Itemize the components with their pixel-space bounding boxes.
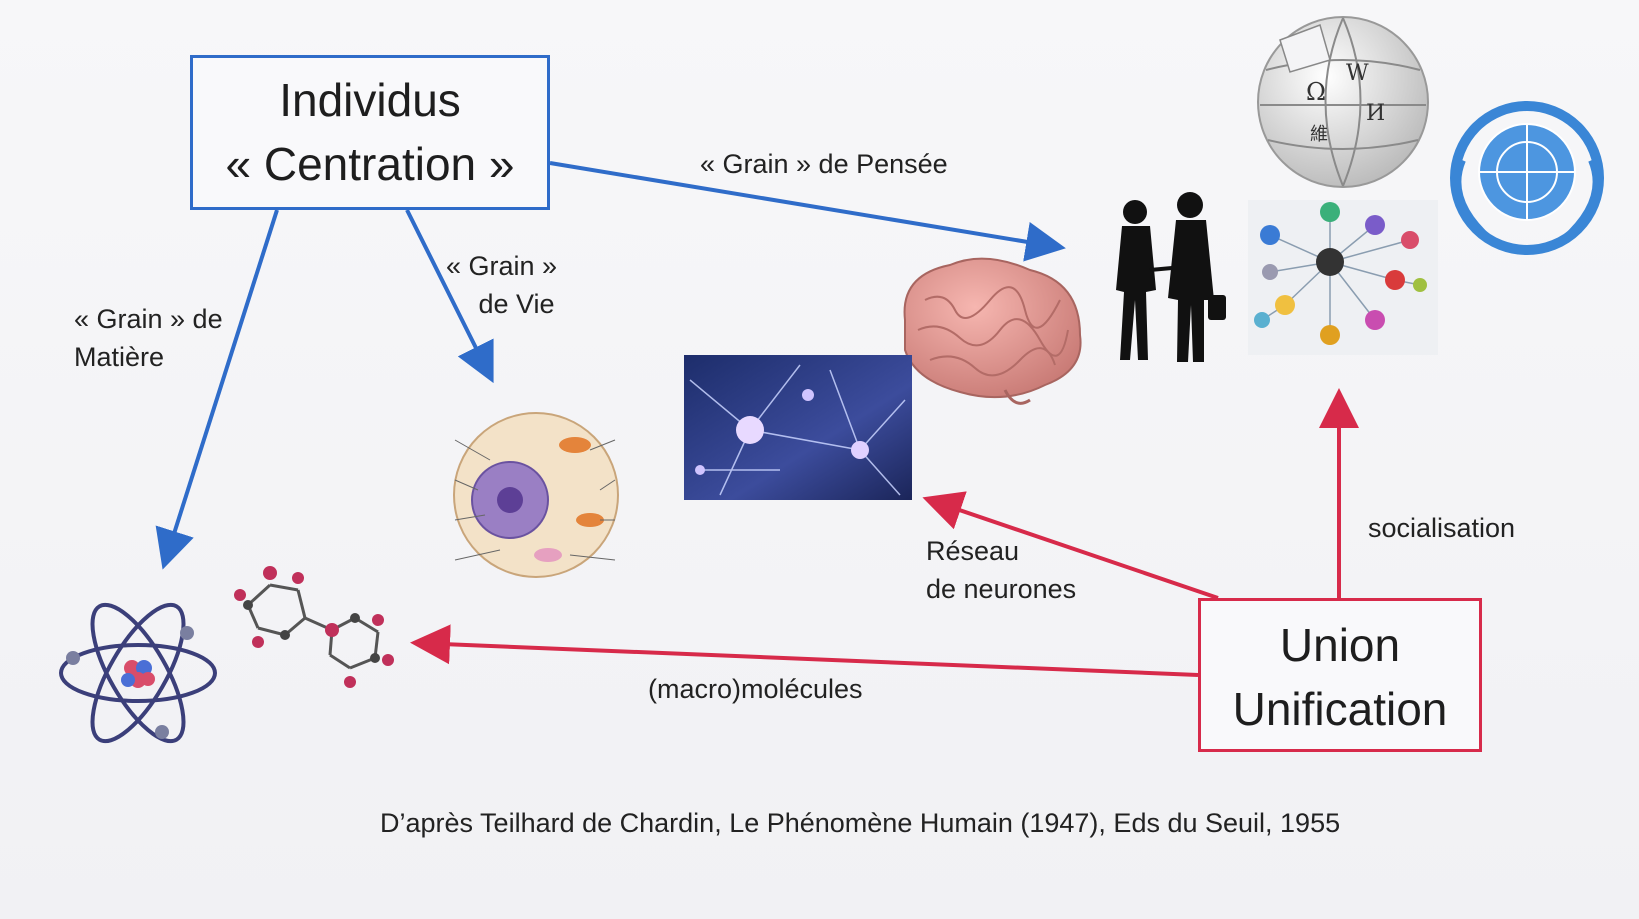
union-title: Union (1201, 613, 1479, 677)
label-neurones: Réseau de neurones (926, 532, 1076, 608)
label-matiere-line2: Matière (74, 338, 223, 376)
svg-text:И: И (1366, 101, 1385, 126)
label-pensee-text: « Grain » de Pensée (700, 145, 948, 183)
label-socialisation-text: socialisation (1368, 509, 1515, 547)
individus-subtitle: « Centration » (193, 132, 547, 196)
union-box: Union Unification (1198, 598, 1482, 752)
source-caption: D’après Teilhard de Chardin, Le Phénomèn… (380, 808, 1340, 839)
svg-text:Ω: Ω (1306, 78, 1326, 106)
social-network-icon (1248, 200, 1438, 355)
wikipedia-globe-icon: Ω W И 維 (1258, 17, 1428, 187)
individus-title: Individus (193, 68, 547, 132)
label-molecules-text: (macro)molécules (648, 670, 863, 708)
brain-icon (905, 259, 1081, 404)
svg-text:W: W (1346, 61, 1369, 86)
molecule-icon (234, 566, 394, 688)
label-pensee: « Grain » de Pensée (700, 145, 948, 183)
label-matiere: « Grain » de Matière (74, 300, 223, 376)
svg-text:維: 維 (1310, 124, 1328, 145)
atom-icon (61, 592, 215, 753)
label-vie-line2: de Vie (446, 285, 557, 323)
couple-silhouette-icon (1116, 192, 1226, 362)
label-neurones-line2: de neurones (926, 570, 1076, 608)
union-subtitle: Unification (1201, 677, 1479, 741)
label-vie-line1: « Grain » (446, 247, 557, 285)
neuron-network-image (684, 355, 912, 500)
label-vie: « Grain » de Vie (446, 247, 557, 323)
label-molecules: (macro)molécules (648, 670, 863, 708)
label-socialisation: socialisation (1368, 509, 1515, 547)
arrow-matiere (165, 210, 277, 562)
label-matiere-line1: « Grain » de (74, 300, 223, 338)
united-nations-emblem-icon (1455, 106, 1599, 250)
individus-box: Individus « Centration » (190, 55, 550, 210)
cell-diagram-image (454, 413, 618, 577)
label-neurones-line1: Réseau (926, 532, 1076, 570)
